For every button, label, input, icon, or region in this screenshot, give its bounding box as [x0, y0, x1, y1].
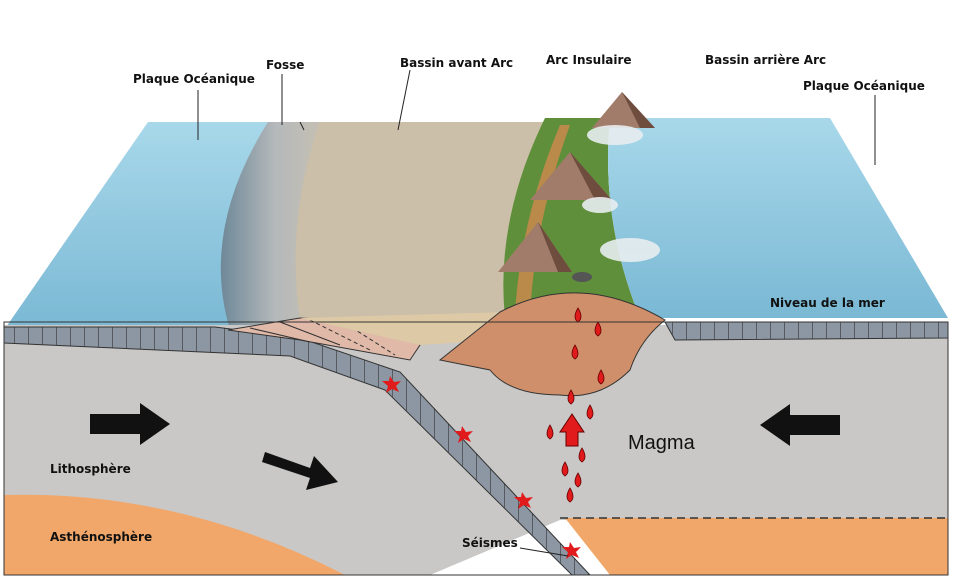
- label-bassin-avant-arc: Bassin avant Arc: [400, 56, 514, 70]
- label-lithosphere: Lithosphère: [50, 462, 131, 476]
- volcano-icon: [498, 92, 655, 272]
- lithosphere-section: [4, 325, 948, 575]
- label-asthenosphere: Asthénosphère: [50, 530, 153, 544]
- magma-rise-arrow-icon: [559, 413, 585, 447]
- label-seismes: Séismes: [462, 536, 518, 550]
- asthenosphere-right: [565, 518, 948, 575]
- oceanic-crust-right: [664, 321, 949, 341]
- label-plaque-oceanique-left: Plaque Océanique: [133, 72, 255, 86]
- seisme-star-icon: [382, 376, 581, 559]
- magma-chamber: [438, 292, 666, 397]
- label-arc-insulaire: Arc Insulaire: [546, 53, 632, 67]
- leader-lines: [197, 69, 876, 557]
- magma-drops: [546, 307, 605, 503]
- push-arrow-icon: [90, 403, 170, 445]
- ocean-surface-right: [608, 118, 948, 318]
- asthenosphere-left: [4, 494, 345, 575]
- label-bassin-arriere-arc: Bassin arrière Arc: [705, 53, 827, 67]
- label-plaque-oceanique-right: Plaque Océanique: [803, 79, 925, 93]
- label-niveau-de-la-mer: Niveau de la mer: [770, 296, 885, 310]
- section-frame: [3, 321, 949, 576]
- label-fosse: Fosse: [266, 58, 305, 72]
- label-magma: Magma: [628, 432, 695, 454]
- volcano-vent: [572, 272, 592, 282]
- push-arrow-icon: [262, 452, 338, 490]
- forearc-basin-surface: [295, 122, 545, 320]
- forearc-sediment: [300, 312, 510, 345]
- cloud-decor: [582, 125, 660, 262]
- push-arrow-icon: [760, 404, 840, 446]
